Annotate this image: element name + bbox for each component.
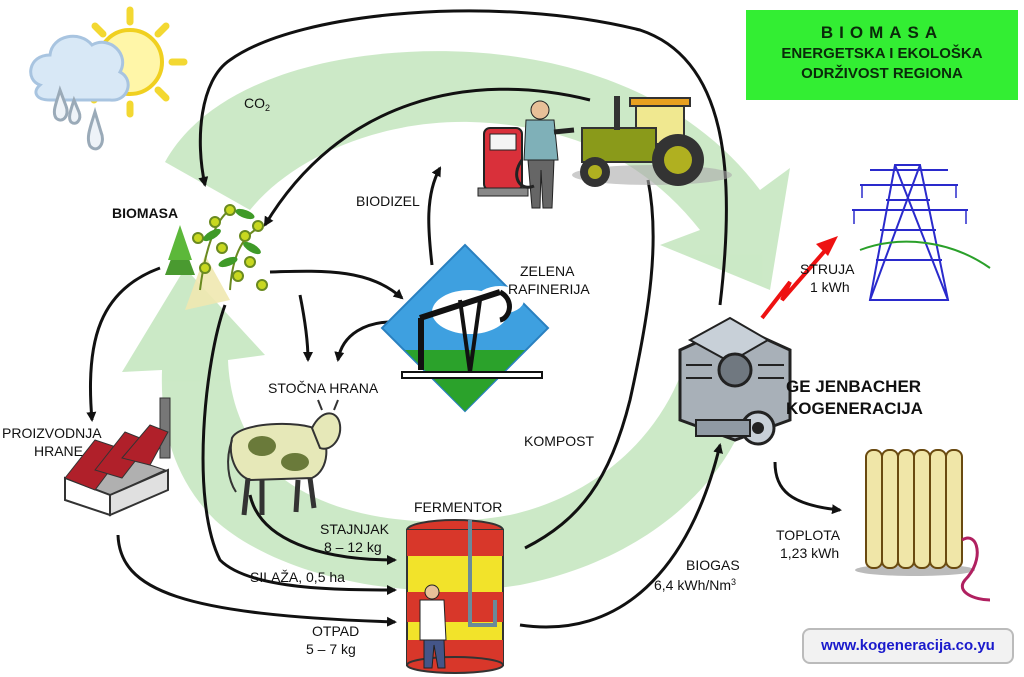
- title-box: BIOMASA ENERGETSKA I EKOLOŠKA ODRŽIVOST …: [746, 10, 1018, 100]
- fuel-pump-icon: [477, 100, 575, 209]
- otpad-label: OTPAD: [312, 623, 359, 639]
- co2-arrows: [198, 9, 729, 306]
- stajnjak-label: STAJNJAK: [320, 521, 390, 537]
- fermentor-label: FERMENTOR: [414, 499, 502, 515]
- silaza-label: SILAŽA, 0,5 ha: [250, 569, 345, 585]
- struja-amount-label: 1 kWh: [810, 279, 850, 295]
- cycle-band: [122, 51, 790, 591]
- factory-icon: [63, 397, 171, 517]
- biogas-amount-label: 6,4 kWh/Nm3: [654, 577, 736, 593]
- toplota-amount-label: 1,23 kWh: [780, 545, 839, 561]
- hrane-label: HRANE: [34, 443, 83, 459]
- biomasa-label: BIOMASA: [112, 205, 178, 221]
- ge-jenbacher-label: GE JENBACHER: [786, 377, 921, 396]
- fermentor-icon: [406, 519, 504, 674]
- rafinerija-label: RAFINERIJA: [508, 281, 590, 297]
- cow-icon: [227, 399, 342, 516]
- title-main: BIOMASA: [820, 23, 944, 42]
- website-link-box[interactable]: www.kogeneracija.co.yu: [802, 628, 1014, 664]
- otpad-amount-label: 5 – 7 kg: [306, 641, 356, 657]
- co2-label: CO2: [244, 95, 270, 113]
- plants-icon: [165, 204, 268, 310]
- toplota-label: TOPLOTA: [776, 527, 841, 543]
- stajnjak-amount-label: 8 – 12 kg: [324, 539, 382, 555]
- biodizel-label: BIODIZEL: [356, 193, 420, 209]
- pylon-icon: [852, 164, 991, 301]
- weather-icon: [29, 6, 188, 151]
- title-line3: ODRŽIVOST REGIONA: [801, 65, 963, 82]
- kogeneracija-label: KOGENERACIJA: [786, 399, 923, 418]
- stocna-hrana-label: STOČNA HRANA: [268, 380, 379, 396]
- website-link[interactable]: www.kogeneracija.co.yu: [821, 637, 995, 654]
- flow-arrows: [86, 166, 842, 629]
- biogas-label: BIOGAS: [686, 557, 740, 573]
- electric-bolt-icon: [760, 236, 838, 320]
- tractor-icon: [572, 96, 732, 187]
- engine-icon: [678, 316, 792, 446]
- proizvodnja-label: PROIZVODNJA: [2, 425, 102, 441]
- zelena-label: ZELENA: [520, 263, 575, 279]
- title-line2: ENERGETSKA I EKOLOŠKA: [781, 45, 983, 62]
- kompost-label: KOMPOST: [524, 433, 594, 449]
- refinery-icon: [380, 243, 550, 413]
- struja-label: STRUJA: [800, 261, 855, 277]
- radiator-icon: [855, 449, 991, 602]
